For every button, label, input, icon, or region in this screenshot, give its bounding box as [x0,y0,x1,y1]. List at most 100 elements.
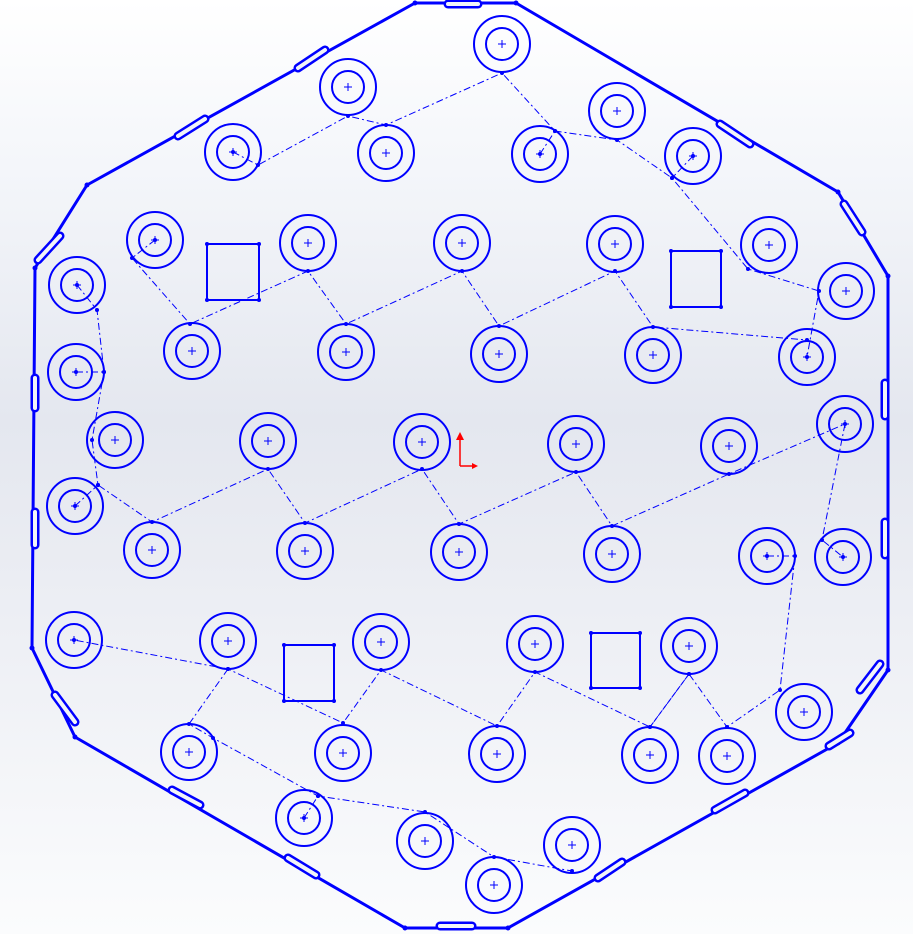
square-cutout [590,632,641,689]
boss-hole [433,214,491,272]
hole-outer-ring [775,683,833,741]
vertex-point [72,734,78,740]
square-corner-point [257,242,261,246]
hole-inner-ring [482,337,516,371]
hole-inner-ring [60,268,94,302]
construction-line [131,239,808,341]
hole-outer-ring [357,124,415,182]
construction-point [778,688,782,692]
square-corner-point [282,699,286,703]
construction-point [746,267,750,271]
boss-hole [160,723,218,781]
hole-inner-ring [172,735,206,769]
hole-inner-ring [712,429,746,463]
boss-hole [47,343,105,401]
slot-inner [36,234,62,262]
hole-outer-ring [86,411,144,469]
square-corner-point [257,298,261,302]
slot-inner [596,860,624,880]
vertex-point [84,182,90,188]
hole-inner-ring [329,335,363,369]
square-corner-point [638,631,642,635]
hole-inner-ring [216,135,250,169]
boss-hole [352,613,410,671]
vertex-point [412,0,418,6]
boss-hole [123,521,181,579]
hole-inner-ring [58,489,92,523]
hole-outer-ring [199,612,257,670]
hole-inner-ring [331,70,365,104]
hole-outer-ring [123,521,181,579]
hole-outer-ring [468,725,526,783]
hole-outer-ring [698,727,756,785]
boss-hole [86,411,144,469]
slot-inner [718,122,752,146]
hole-inner-ring [59,355,93,389]
construction-line [649,673,690,728]
hole-outer-ring [396,812,454,870]
boss-holes [45,15,875,914]
square-corner-point [332,699,336,703]
boss-hole [511,125,569,183]
hole-outer-ring [433,214,491,272]
hole-inner-ring [555,828,589,862]
boss-hole [473,15,531,73]
hole-inner-ring [477,868,511,902]
boss-hole [470,325,528,383]
boss-hole [698,727,756,785]
slot-inner [827,731,852,748]
slot-inner [842,202,864,234]
square-corner-point [332,643,336,647]
boss-hole [583,525,641,583]
boss-hole [45,611,103,669]
hole-inner-ring [676,139,710,173]
boss-hole [664,127,722,185]
hole-outer-ring [45,611,103,669]
vertex-point [402,925,408,931]
hole-outer-ring [664,127,722,185]
boss-hole [275,789,333,847]
vertex-point [835,189,841,195]
hole-inner-ring [636,338,670,372]
construction-line [76,284,846,558]
hole-outer-ring [817,262,875,320]
square-corner-point [589,686,593,690]
hole-outer-ring [276,522,334,580]
hole-inner-ring [752,228,786,262]
hole-outer-ring [470,325,528,383]
hole-outer-ring [319,58,377,116]
hole-inner-ring [600,94,634,128]
boss-hole [740,216,798,274]
hole-outer-ring [46,477,104,535]
boss-hole [660,617,718,675]
construction-point [90,438,94,442]
boss-hole [588,82,646,140]
hole-inner-ring [518,627,552,661]
plate-outline [29,0,891,931]
construction-line [188,668,573,872]
slot-inner [713,791,747,812]
slot-inner [286,856,318,877]
boss-hole [48,256,106,314]
hole-outer-ring [588,82,646,140]
origin-icon [456,432,478,469]
hole-outer-ring [586,215,644,273]
hole-inner-ring [288,534,322,568]
boss-hole [465,856,523,914]
hole-outer-ring [814,528,872,586]
boss-hole [814,528,872,586]
hole-outer-ring [314,724,372,782]
hole-outer-ring [547,415,605,473]
construction-point [95,308,99,312]
hole-inner-ring [251,424,285,458]
square-corner-point [638,686,642,690]
hole-inner-ring [405,425,439,459]
hole-inner-ring [710,739,744,773]
hole-outer-ring [543,816,601,874]
vertex-point [885,273,891,279]
square-corner-point [282,643,286,647]
square-corner-point [669,305,673,309]
hole-inner-ring [408,824,442,858]
construction-point [341,721,345,725]
